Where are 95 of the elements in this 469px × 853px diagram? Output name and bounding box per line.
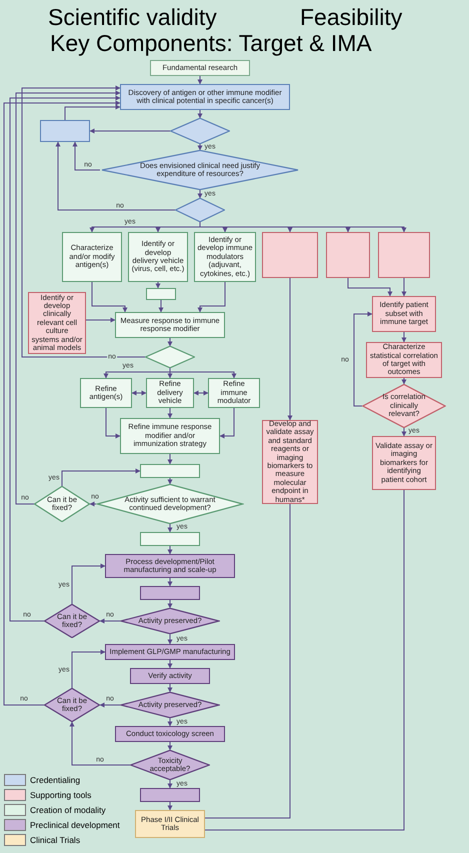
decision-diamond bbox=[120, 608, 220, 634]
process-box bbox=[146, 288, 176, 300]
legend-label: Preclinical development bbox=[30, 820, 120, 830]
arrow bbox=[168, 634, 172, 644]
arrow bbox=[72, 650, 106, 688]
process-box bbox=[80, 378, 132, 408]
legend-label: Credentialing bbox=[30, 774, 80, 784]
arrow bbox=[100, 702, 120, 708]
process-box bbox=[128, 232, 188, 282]
arrow bbox=[168, 408, 172, 418]
process-box bbox=[40, 120, 90, 142]
arrow bbox=[402, 332, 406, 342]
process-box bbox=[150, 60, 250, 76]
arrow bbox=[132, 390, 146, 396]
process-box bbox=[372, 436, 436, 490]
decision-diamond bbox=[175, 198, 225, 222]
arrow bbox=[198, 110, 202, 118]
arrow bbox=[90, 502, 96, 506]
process-box bbox=[140, 464, 200, 478]
arrow bbox=[402, 428, 406, 436]
arrow bbox=[168, 338, 172, 346]
arrow bbox=[198, 144, 202, 150]
process-box bbox=[372, 296, 436, 332]
arrow bbox=[168, 802, 172, 810]
arrow bbox=[194, 390, 208, 396]
process-box bbox=[115, 312, 225, 338]
decision-diamond bbox=[120, 692, 220, 718]
arrow bbox=[288, 278, 292, 420]
process-box bbox=[130, 668, 210, 684]
arrow bbox=[4, 100, 120, 706]
process-box bbox=[115, 726, 225, 742]
arrow bbox=[168, 524, 172, 532]
annotation-text: Key Components: Target & IMA bbox=[50, 32, 372, 55]
process-box bbox=[146, 378, 194, 408]
arrow bbox=[106, 408, 120, 438]
process-box bbox=[62, 232, 122, 282]
arrow bbox=[168, 546, 172, 554]
process-box bbox=[326, 232, 370, 278]
arrow bbox=[100, 618, 120, 624]
arrow bbox=[64, 104, 120, 120]
decision-diamond bbox=[170, 118, 230, 144]
process-box bbox=[120, 84, 290, 110]
arrow bbox=[156, 282, 160, 288]
decision-diamond bbox=[100, 150, 300, 190]
process-box bbox=[135, 810, 205, 838]
arrow bbox=[168, 578, 172, 586]
arrow bbox=[168, 780, 172, 788]
process-box bbox=[140, 788, 200, 802]
arrow bbox=[168, 684, 172, 692]
arrow bbox=[86, 318, 116, 322]
arrow bbox=[56, 142, 176, 210]
arrow bbox=[168, 478, 172, 484]
arrow bbox=[402, 378, 406, 384]
process-box bbox=[105, 554, 235, 578]
arrow bbox=[200, 222, 406, 232]
arrow bbox=[168, 718, 172, 726]
legend-label: Clinical Trials bbox=[30, 834, 80, 844]
arrow bbox=[16, 90, 120, 504]
annotation-text: Scientific validity bbox=[48, 6, 217, 29]
process-box bbox=[120, 418, 220, 454]
arrow bbox=[168, 600, 172, 608]
decision-diamond bbox=[362, 384, 446, 428]
arrow bbox=[10, 96, 120, 622]
arrow bbox=[198, 76, 202, 84]
arrow bbox=[70, 722, 130, 766]
arrow bbox=[92, 282, 128, 312]
arrow bbox=[220, 408, 234, 438]
process-box bbox=[140, 532, 200, 546]
arrow bbox=[158, 300, 164, 312]
arrow bbox=[62, 468, 140, 486]
arrow bbox=[198, 282, 226, 312]
arrow bbox=[168, 454, 172, 464]
decision-diamond bbox=[145, 346, 195, 368]
arrow bbox=[354, 312, 372, 406]
legend-label: Creation of modality bbox=[30, 804, 106, 814]
process-box bbox=[105, 644, 235, 660]
arrow bbox=[198, 190, 202, 198]
decision-diamond bbox=[44, 688, 100, 722]
arrow bbox=[90, 128, 170, 134]
arrow bbox=[72, 142, 100, 170]
process-box bbox=[208, 378, 260, 408]
process-box bbox=[262, 232, 318, 278]
annotation-text: Feasibility bbox=[300, 6, 402, 29]
decision-diamond bbox=[34, 486, 90, 522]
process-box bbox=[378, 232, 430, 278]
arrow bbox=[22, 86, 146, 358]
decision-diamond bbox=[44, 604, 100, 638]
arrow bbox=[348, 278, 392, 296]
arrow bbox=[168, 742, 172, 750]
legend-label: Supporting tools bbox=[30, 790, 92, 800]
arrow bbox=[72, 564, 106, 604]
decision-diamond bbox=[130, 750, 210, 780]
arrow bbox=[168, 660, 172, 668]
arrow bbox=[402, 278, 406, 296]
process-box bbox=[140, 586, 200, 600]
